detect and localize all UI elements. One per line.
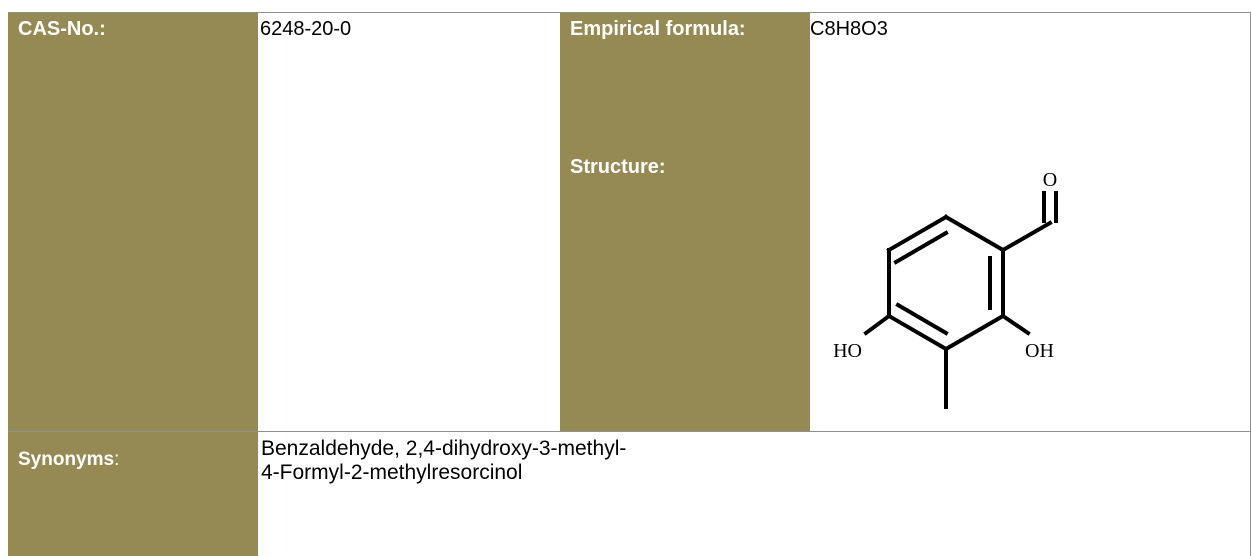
structure-label: Structure: — [570, 156, 666, 178]
synonyms-label-cell: Synonyms: — [8, 432, 258, 556]
atom-oxygen: O — [1043, 171, 1057, 191]
cas-label-cell: CAS-No.: — [8, 13, 258, 431]
cas-value: 6248-20-0 — [260, 18, 352, 40]
synonyms-label: Synonyms — [18, 449, 115, 470]
synonym-item-2: 4-Formyl-2-methylresorcinol — [261, 461, 523, 484]
hydroxyl-left-bond — [863, 313, 892, 336]
synonyms-value-cell: Benzaldehyde, 2,4-dihydroxy-3-methyl- 4-… — [258, 432, 1251, 556]
ring-bond-bottom-left — [886, 313, 949, 352]
formula-label: Empirical formula: — [570, 18, 746, 40]
cas-value-cell: 6248-20-0 — [258, 13, 560, 431]
formula-value: C8H8O3 — [810, 18, 888, 40]
synonyms-colon: : — [114, 449, 120, 470]
formula-label-cell: Empirical formula: Structure: — [560, 13, 810, 431]
formula-value-cell: C8H8O3 O HO OH — [810, 13, 1251, 431]
table-top-border — [8, 12, 1251, 13]
atom-hydroxyl-left: HO — [833, 340, 862, 362]
structure-diagram: O HO OH — [833, 171, 1058, 409]
ring-bond-top-inner — [893, 230, 949, 265]
ring-bond-top — [886, 214, 949, 253]
aldehyde-bond — [1000, 220, 1053, 253]
ring-bond-bottom-inner — [895, 302, 949, 336]
ring-bond-right-top — [943, 214, 1006, 253]
ring-bond-bottom-right — [943, 313, 1006, 352]
row-divider — [8, 431, 1251, 432]
hydroxyl-right-bond — [1000, 313, 1031, 336]
synonym-item-1: Benzaldehyde, 2,4-dihydroxy-3-methyl- — [261, 437, 627, 460]
atom-hydroxyl-right: OH — [1025, 340, 1054, 362]
cas-label: CAS-No.: — [18, 18, 106, 40]
